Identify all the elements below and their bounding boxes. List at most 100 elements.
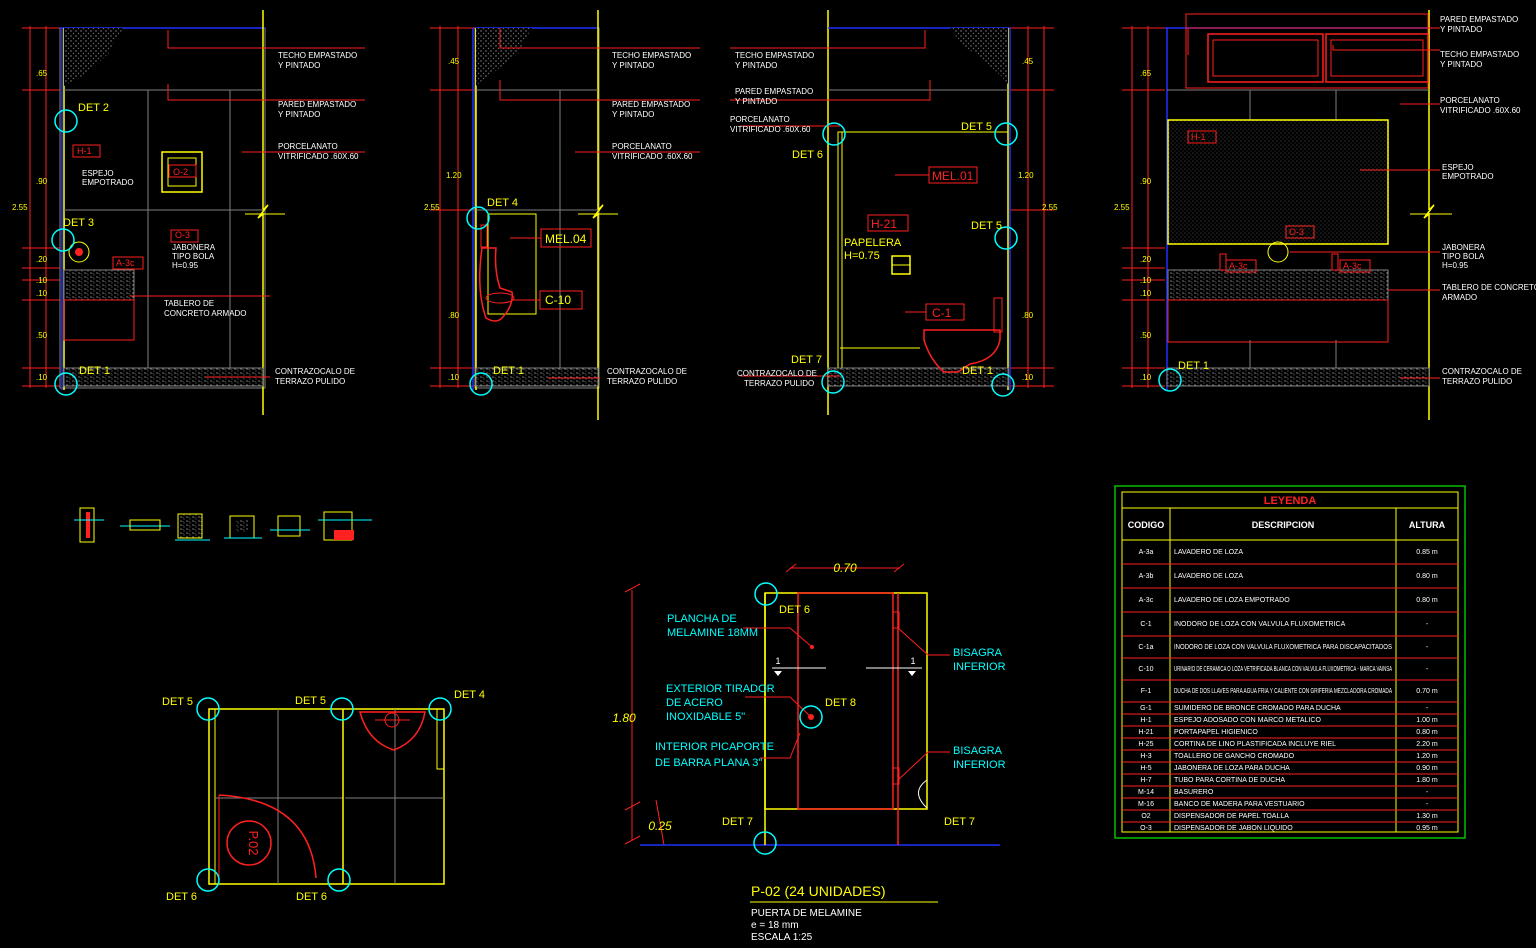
legend-description: INODORO DE LOZA CON VALVULA FLUXOMETRICA [1174,621,1346,628]
detail-label: DET 7 [722,816,753,828]
door-title: P-02 (24 UNIDADES) [751,883,886,899]
elevation-label: TERRAZO PULIDO [744,379,814,388]
elevation-label: PARED EMPASTADO [278,100,356,109]
elevation-label: CONTRAZOCALO DE [275,367,355,376]
legend-description: LAVADERO DE LOZA EMPOTRADO [1174,597,1290,604]
dimension-value: .45 [1022,57,1034,66]
elevation-label: TABLERO DE CONCRETO [1442,283,1536,292]
elevation-label: Y PINTADO [1440,60,1482,69]
note-label: H=0.95 [172,261,199,270]
elevation-label: CONTRAZOCALO DE [1442,367,1522,376]
legend-description: BANCO DE MADERA PARA VESTUARIO [1174,801,1305,808]
elevation-label: VITRIFICADO .60X.60 [612,152,693,161]
elevation-label: CONCRETO ARMADO [164,309,247,318]
dimension-value: 2.55 [12,203,28,212]
legend-code: O-3 [1140,825,1152,832]
elevation-label: PORCELANATO [278,142,338,151]
legend-header: CODIGO [1128,520,1165,530]
door-label: EXTERIOR TIRADOR [666,683,775,695]
door-tag: P.02 [246,830,261,855]
legend-code: A-3c [1139,597,1154,604]
legend-description: BASURERO [1174,789,1214,796]
legend-table [1114,485,1466,839]
dimension-value: .90 [36,177,48,186]
door-label: DE ACERO [666,697,723,709]
note-label: EMPOTRADO [82,178,134,187]
dimension-value: .20 [36,255,48,264]
dimension-value: .80 [1022,311,1034,320]
note-label: TIPO BOLA [172,252,215,261]
legend-code: C-1 [1140,621,1151,628]
detail-label: DET 8 [825,697,856,709]
elevation-2 [430,10,700,420]
door-subtitle: ESCALA 1:25 [751,932,813,943]
elevation-label: PARED EMPASTADO [735,87,813,96]
door-elevation [624,563,1000,903]
elevation-label: CONTRAZOCALO DE [607,367,687,376]
legend-height: - [1426,621,1429,628]
legend-description: URINARIO DE CERAMICA O LOZA VETRIFICADA … [1174,666,1392,673]
legend-description: JABONERA DE LOZA PARA DUCHA [1174,765,1290,772]
elevation-label: CONTRAZOCALO DE [737,369,817,378]
elevation-label: PORCELANATO [730,115,790,124]
symbol-tag: A-3c [116,258,135,268]
elevation-1 [22,10,365,415]
elevation-label: PARED EMPASTADO [612,100,690,109]
legend-description: LAVADERO DE LOZA [1174,549,1243,556]
legend-code: F-1 [1141,688,1152,695]
legend-height: 0.90 m [1416,765,1438,772]
door-label: INOXIDABLE 5" [666,711,745,723]
dimension-value: .80 [448,311,460,320]
symbol-tag: H-1 [1191,132,1206,142]
elevation-label: VITRIFICADO .60X.60 [730,125,811,134]
dimension-value: 1.20 [1018,171,1034,180]
dimension-value: .10 [36,276,48,285]
symbol-tag: O-2 [173,167,188,177]
detail-label: DET 2 [78,102,109,114]
symbol-tag: O-3 [175,230,190,240]
note-label: JABONERA [172,243,216,252]
legend-height: - [1426,644,1429,651]
symbol-tag: A-3c [1343,261,1362,271]
detail-label: DET 5 [961,121,992,133]
legend-height: 1.00 m [1416,717,1438,724]
detail-label: DET 6 [296,891,327,903]
elevation-3 [730,10,1054,415]
door-label: INTERIOR PICAPORTE [655,741,774,753]
legend-height: - [1426,666,1429,673]
elevation-label: EMPOTRADO [1442,172,1494,181]
elevation-label: H=0.95 [1442,261,1469,270]
detail-label: DET 4 [454,689,485,701]
dimension-value: .10 [1140,373,1152,382]
legend-code: C-1a [1138,644,1153,651]
dimension-value: .50 [36,331,48,340]
legend-height: 0.80 m [1416,597,1438,604]
detail-label: DET 1 [79,365,110,377]
elevation-label: PORCELANATO [1440,96,1500,105]
symbol-tag: H-1 [77,146,92,156]
legend-description: CORTINA DE LINO PLASTIFICADA INCLUYE RIE… [1174,741,1336,748]
elevation-label: TERRAZO PULIDO [1442,377,1512,386]
detail-label: DET 7 [944,816,975,828]
legend-header: DESCRIPCION [1252,520,1315,530]
section-mark: 1 [910,656,915,666]
elevation-label: JABONERA [1442,243,1486,252]
elevation-label: TERRAZO PULIDO [607,377,677,386]
legend-code: C-10 [1138,666,1153,673]
legend-height: 2.20 m [1416,741,1438,748]
detail-label: DET 1 [962,365,993,377]
detail-label: DET 6 [166,891,197,903]
legend-description: TUBO PARA CORTINA DE DUCHA [1174,777,1285,784]
legend-description: PORTAPAPEL HIGIENICO [1174,729,1258,736]
elevation-label: Y PINTADO [278,61,320,70]
dimension-value: .10 [36,373,48,382]
legend-height: 1.20 m [1416,753,1438,760]
legend-description: DUCHA DE DOS LLAVES PARA AGUA FRIA Y CAL… [1174,688,1392,695]
dimension-value: .90 [1140,177,1152,186]
legend-header: ALTURA [1409,520,1446,530]
elevation-label: Y PINTADO [278,110,320,119]
legend-code: A-3a [1139,549,1154,556]
legend-description: INODORO DE LOZA CON VALVULA FLUXOMETRICA… [1174,644,1392,651]
elevation-label: TECHO EMPASTADO [735,51,814,60]
